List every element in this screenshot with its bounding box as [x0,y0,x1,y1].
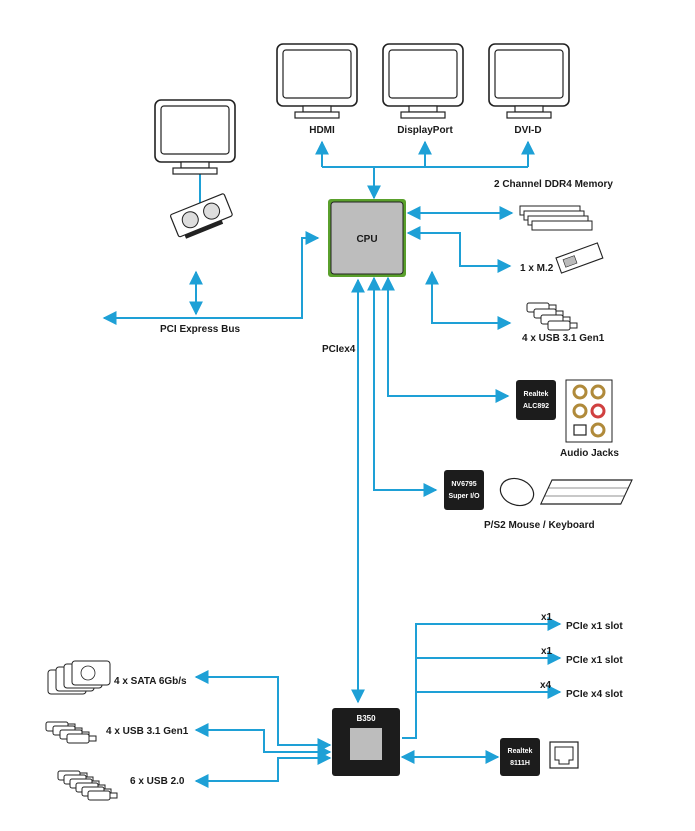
chipset-chip: B350 [332,708,400,776]
m2-label: 1 x M.2 [520,263,554,274]
gpu-monitor-icon [154,99,236,175]
m2-icon [555,242,604,274]
usb-cpu-label: 4 x USB 3.1 Gen1 [522,333,605,344]
usb-cpu-arrow [425,270,512,330]
displayport-label: DisplayPort [397,125,453,136]
svg-text:ALC892: ALC892 [523,403,549,410]
usb31-chipset-icon [45,721,97,744]
pcie-slot1-label: PCIe x1 slot [566,621,623,632]
usb20-icon [57,770,118,801]
hdmi-monitor-icon [276,43,358,119]
pciex4-label: PCIex4 [322,344,356,355]
svg-text:Realtek: Realtek [508,748,533,755]
audio-jacks-icon [565,379,613,443]
pci-bus-arrow [102,231,320,325]
dvi-monitor-icon [488,43,570,119]
keyboard-icon [539,479,633,505]
usb31-chipset-label: 4 x USB 3.1 Gen1 [106,726,189,737]
svg-text:Realtek: Realtek [524,391,549,398]
svg-text:NV6795: NV6795 [451,481,476,488]
chipset-label: B350 [356,714,376,723]
usb31-chipset-arrow [194,723,332,759]
svg-text:Super I/O: Super I/O [448,493,480,500]
displayport-monitor-icon [382,43,464,119]
lan-chip: Realtek 8111H [500,738,540,776]
sata-drives-icon [47,660,111,695]
usb20-arrow [194,751,332,788]
pcie-slot2-label: PCIe x1 slot [566,655,623,666]
cpu-label: CPU [356,234,377,245]
pcie-slot2-lanes: x1 [541,646,553,657]
connection-lines [102,140,562,788]
mouse-icon [499,477,535,507]
pcie-slot1-lanes: x1 [541,612,553,623]
pcie-slot3-lanes: x4 [540,680,552,691]
memory-icon [519,205,593,231]
ps2-label: P/S2 Mouse / Keyboard [484,520,595,531]
graphics-card-icon [170,193,233,239]
memory-label: 2 Channel DDR4 Memory [494,179,613,190]
superio-arrow [367,276,438,497]
m2-arrow [406,226,512,273]
sata-label: 4 x SATA 6Gb/s [114,676,187,687]
ethernet-port-icon [549,741,579,769]
audio-arrow [381,276,510,403]
svg-text:8111H: 8111H [510,760,530,767]
audio-codec-chip: Realtek ALC892 [516,380,556,420]
cpu-chip: CPU [328,199,406,277]
hdmi-label: HDMI [309,125,335,136]
pcie-slot1-arrow [402,617,562,739]
pci-bus-label: PCI Express Bus [160,324,240,335]
usb20-label: 6 x USB 2.0 [130,776,185,787]
superio-chip: NV6795 Super I/O [444,470,484,510]
usb-cpu-icon [526,302,578,331]
pcie-slot3-label: PCIe x4 slot [566,689,623,700]
audio-jacks-label: Audio Jacks [560,448,619,459]
dvi-label: DVI-D [514,125,541,136]
